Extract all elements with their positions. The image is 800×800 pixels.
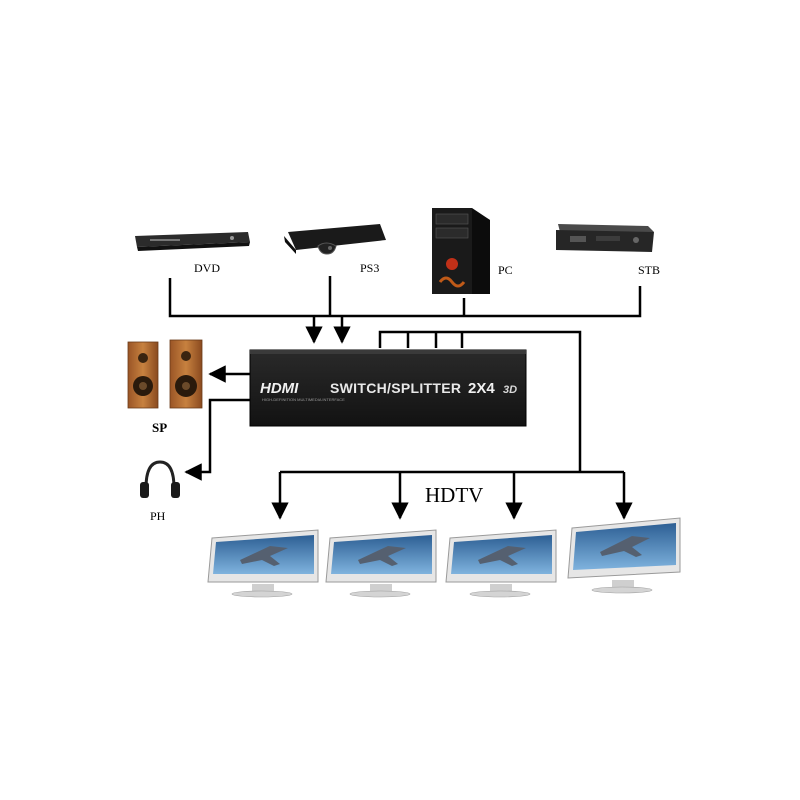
speakers-icon — [127, 339, 203, 409]
set-top-box-icon — [556, 224, 654, 252]
headphones-label: PH — [150, 509, 166, 523]
output-cables — [184, 330, 633, 520]
monitor-icon — [207, 529, 319, 598]
ps3-label: PS3 — [360, 261, 379, 275]
pc-label: PC — [498, 263, 513, 277]
device-title: SWITCH/SPLITTER — [330, 380, 461, 396]
dvd-label: DVD — [194, 261, 220, 275]
device-tagline: HIGH-DEFINITION MULTIMEDIA INTERFACE — [262, 397, 345, 402]
pc-tower-icon — [432, 208, 490, 294]
dvd-player-icon — [135, 232, 250, 251]
device-model: 2X4 — [468, 380, 495, 397]
ps3-console-icon — [284, 224, 386, 255]
monitor-icon — [445, 529, 557, 598]
device-brand: HDMI — [260, 380, 299, 397]
device-3d-badge: 3D — [503, 384, 517, 396]
input-cables — [168, 276, 642, 344]
hdtv-label: HDTV — [425, 483, 483, 507]
stb-label: STB — [638, 263, 660, 277]
monitor-icon — [567, 517, 681, 594]
hdmi-switch-splitter — [249, 349, 527, 427]
monitor-icon — [325, 529, 437, 598]
headphones-icon — [140, 460, 180, 498]
speakers-label: SP — [152, 420, 167, 435]
